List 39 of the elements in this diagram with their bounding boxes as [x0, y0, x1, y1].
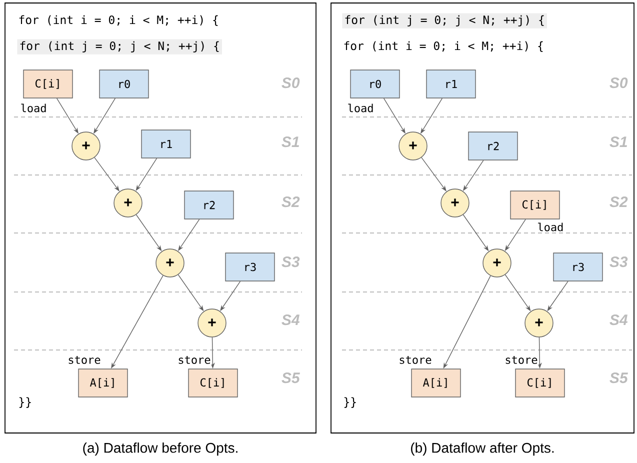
- edge-label: load: [348, 104, 373, 112]
- stage-label: S2: [282, 196, 300, 208]
- edge-label: store: [400, 356, 432, 364]
- memory-box: C[i]: [23, 70, 73, 98]
- memory-box: A[i]: [78, 368, 128, 398]
- panel-label: (a) Dataflow before Opts.: [83, 442, 238, 456]
- panel: [4, 2, 316, 434]
- memory-box: C[i]: [188, 368, 238, 398]
- stage-label: S5: [610, 372, 628, 384]
- register-box: r3: [225, 252, 275, 282]
- stage-label: S0: [282, 78, 300, 88]
- code-line: }}: [344, 397, 356, 408]
- stage-label: S0: [610, 78, 628, 88]
- register-box: r0: [99, 70, 149, 98]
- stage-label: S4: [282, 314, 300, 326]
- panel-label: (b) Dataflow after Opts.: [411, 442, 554, 456]
- edge-label: store: [506, 356, 538, 364]
- code-line: }}: [19, 397, 31, 408]
- code-line: for (int i = 0; i < M; ++i) {: [19, 15, 218, 26]
- stage-label: S4: [610, 314, 628, 326]
- edge-label: load: [21, 104, 46, 112]
- stage-label: S5: [282, 372, 300, 384]
- edge-label: load: [538, 222, 563, 232]
- memory-box: A[i]: [411, 368, 461, 398]
- edge-label: store: [178, 356, 210, 364]
- register-box: r0: [350, 70, 400, 98]
- register-box: r1: [426, 70, 476, 98]
- memory-box: C[i]: [510, 190, 560, 220]
- edge-label: store: [68, 356, 100, 364]
- register-box: r2: [468, 132, 518, 160]
- register-box: r2: [184, 190, 234, 220]
- memory-box: C[i]: [515, 368, 565, 398]
- stage-label: S2: [610, 196, 628, 208]
- register-box: r1: [141, 130, 191, 158]
- register-box: r3: [553, 252, 603, 282]
- stage-label: S1: [610, 136, 627, 148]
- panel: [330, 2, 634, 434]
- stage-label: S1: [282, 136, 299, 148]
- code-line: for (int i = 0; i < M; ++i) {: [344, 41, 543, 52]
